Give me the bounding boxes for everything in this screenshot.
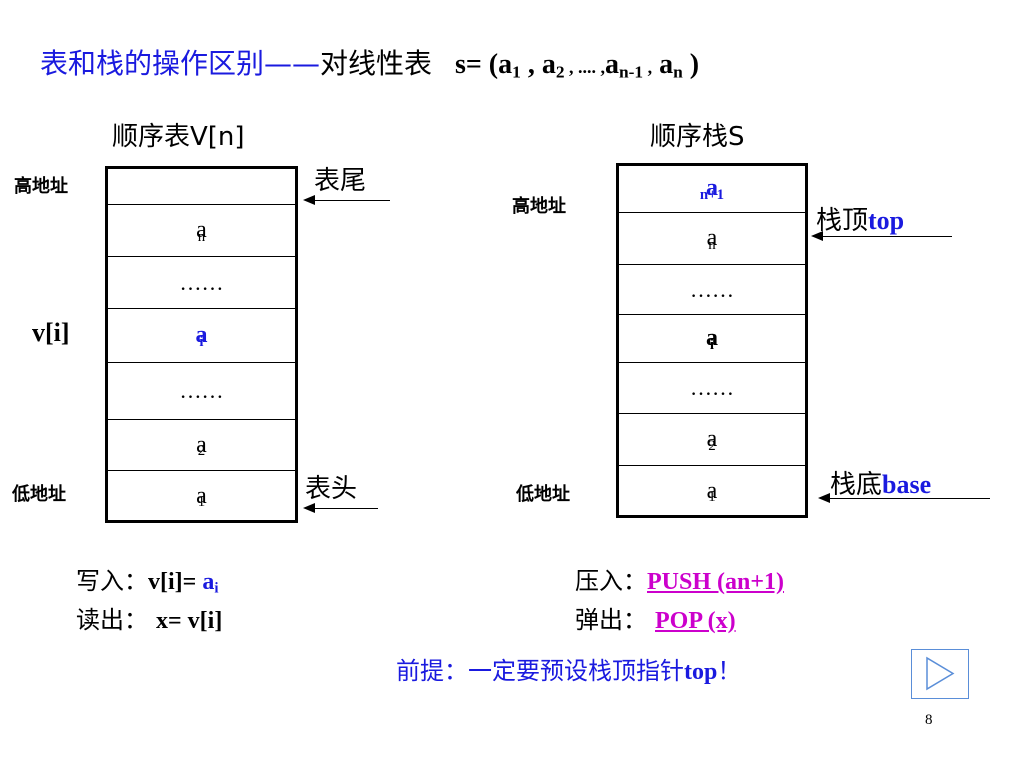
left-low-address: 低地址 [12, 484, 66, 505]
title-black-text: 对线性表 [320, 47, 433, 80]
base-arrow-line [830, 498, 990, 499]
stack-cell: …… [619, 264, 805, 314]
premise-word: top [684, 659, 718, 685]
pop-expression: POP (x) [655, 608, 736, 634]
stack-top-word: top [868, 206, 905, 235]
premise-end: ！ [717, 657, 742, 685]
table-cell [108, 169, 295, 203]
formula-sub-n1: n-1 [619, 62, 644, 82]
formula-sub-2: 2 [555, 62, 565, 82]
tail-arrow-line [314, 200, 390, 201]
formula-a2: a [541, 49, 556, 80]
play-triangle-icon [926, 656, 955, 691]
title-blue-text: 表和栈的操作区别—— [40, 47, 321, 80]
table-tail-label: 表尾 [314, 166, 367, 196]
push-label: 压入： [575, 567, 647, 595]
top-arrow-icon [811, 231, 823, 241]
formula-an1: a [605, 49, 619, 80]
formula-an: a [659, 49, 674, 80]
table-cell: …… [108, 362, 295, 419]
formula-sub-1: 1 [512, 62, 521, 82]
stack-cell: …… [619, 362, 805, 413]
read-operation: 读出： x= v[i] [76, 600, 222, 635]
read-label: 读出： [76, 606, 148, 634]
formula-comma2: , [643, 57, 653, 77]
stack-base-text: 栈底 [830, 470, 883, 500]
formula-comma: , [520, 49, 542, 80]
top-arrow-line [822, 236, 952, 237]
premise-text: 前提：一定要预设栈顶指针 [396, 657, 684, 685]
right-high-address: 高地址 [512, 196, 566, 217]
base-arrow-icon [818, 493, 830, 503]
write-label: 写入： [76, 567, 148, 595]
formula-sub-n: n [673, 62, 683, 82]
page-number: 8 [925, 712, 933, 728]
left-heading: 顺序表V[n] [112, 116, 245, 153]
formula-close: ) [682, 49, 700, 80]
pop-operation: 弹出： POP (x) [575, 600, 736, 635]
slide-title: 表和栈的操作区别——对线性表 s= (a1 , a2 , .... ,an-1 … [40, 42, 699, 82]
right-heading: 顺序栈S [650, 116, 745, 153]
table-head-label: 表头 [305, 474, 358, 504]
tail-arrow-icon [303, 195, 315, 205]
formula-dots: , .... , [564, 57, 605, 77]
write-expression: v[i]= [148, 569, 203, 595]
read-expression: x= v[i] [156, 608, 223, 634]
left-index-label: v[i] [32, 318, 70, 347]
stack-base-word: base [882, 470, 932, 499]
push-expression: PUSH (an+1) [647, 569, 785, 595]
premise-note: 前提：一定要预设栈顶指针top！ [396, 651, 741, 686]
formula-s-eq: s= ( [454, 49, 499, 80]
title-formula: s= (a1 , a2 , .... ,an-1 , an ) [454, 49, 700, 82]
table-cell: …… [108, 256, 295, 308]
write-operation: 写入：v[i]= ai [76, 561, 218, 596]
stack-top-label: 栈顶top [816, 200, 904, 237]
stack-top-text: 栈顶 [816, 206, 869, 236]
right-low-address: 低地址 [516, 484, 570, 505]
next-slide-button[interactable] [911, 649, 969, 699]
stack-base-label: 栈底base [830, 464, 931, 501]
right-heading-text: 顺序栈S [650, 122, 745, 152]
push-operation: 压入：PUSH (an+1) [575, 561, 784, 596]
formula-a1: a [498, 49, 513, 80]
pop-label: 弹出： [575, 606, 647, 634]
write-value: ai [202, 569, 219, 597]
head-arrow-line [314, 508, 378, 509]
left-high-address: 高地址 [14, 176, 68, 197]
head-arrow-icon [303, 503, 315, 513]
left-heading-text: 顺序表V[n] [112, 122, 245, 152]
